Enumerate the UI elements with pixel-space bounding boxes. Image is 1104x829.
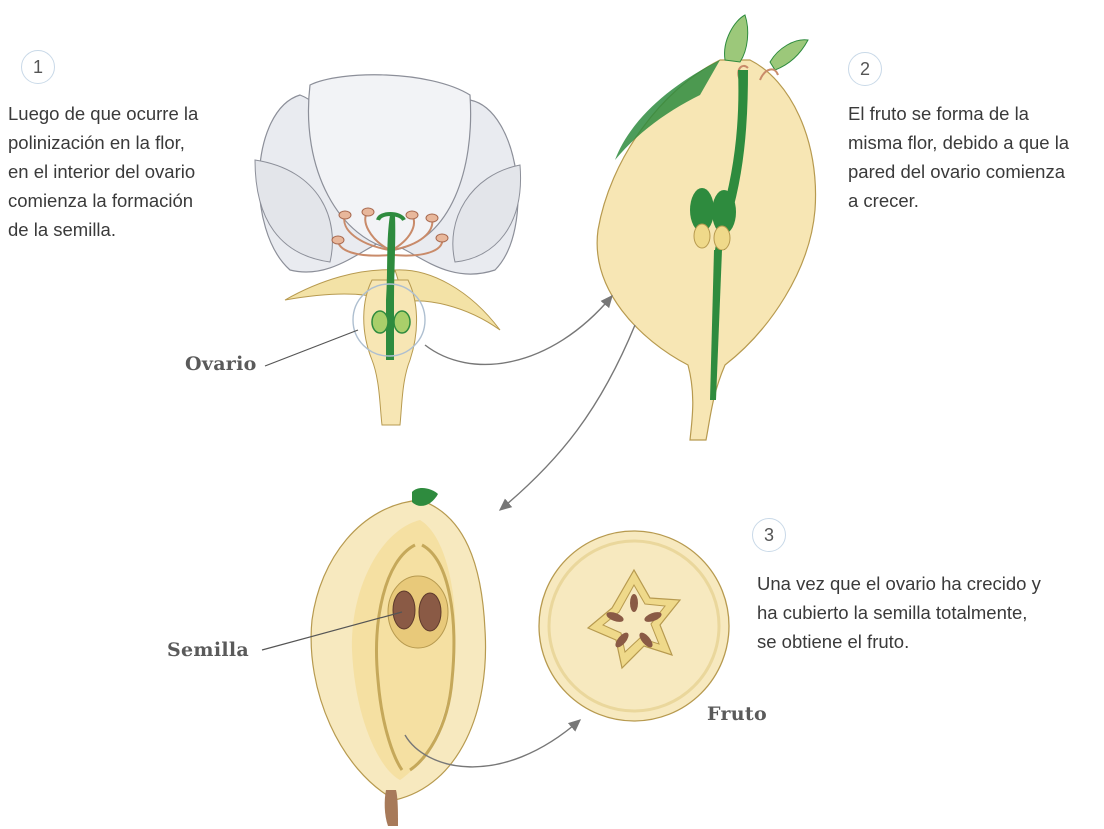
step-1-text: Luego de que ocurre la polinización en l…: [8, 99, 198, 244]
step-3-line: se obtiene el fruto.: [757, 627, 1041, 656]
step-2-number: 2: [848, 52, 882, 86]
fruit-cross-section-illustration: [539, 531, 729, 721]
step-3-line: ha cubierto la semilla totalmente,: [757, 598, 1041, 627]
step-2-text: El fruto se forma de la misma flor, debi…: [848, 99, 1069, 215]
step-1-line: comienza la formación: [8, 186, 198, 215]
step-3-text: Una vez que el ovario ha crecido y ha cu…: [757, 569, 1041, 656]
ovario-label: Ovario: [185, 353, 257, 375]
step-2-line: misma flor, debido a que la: [848, 128, 1069, 157]
step-1-line: polinización en la flor,: [8, 128, 198, 157]
step-3-line: Una vez que el ovario ha crecido y: [757, 569, 1041, 598]
step-2-line: a crecer.: [848, 186, 1069, 215]
step-1-number: 1: [21, 50, 55, 84]
fruto-label: Fruto: [707, 703, 767, 725]
step-1-line: de la semilla.: [8, 215, 198, 244]
semilla-label: Semilla: [167, 639, 249, 661]
step-1-line: Luego de que ocurre la: [8, 99, 198, 128]
pear-stem: [385, 790, 398, 826]
arrow-fruit-to-pear: [500, 325, 635, 510]
step-2-line: El fruto se forma de la: [848, 99, 1069, 128]
ovario-leader-line: [265, 330, 358, 366]
flower-illustration: [255, 75, 521, 425]
fruit-body: [597, 60, 815, 440]
pear-section-illustration: [262, 488, 486, 826]
step-3-number: 3: [752, 518, 786, 552]
developing-fruit-illustration: [597, 15, 815, 440]
step-1-line: en el interior del ovario: [8, 157, 198, 186]
step-2-line: pared del ovario comienza: [848, 157, 1069, 186]
